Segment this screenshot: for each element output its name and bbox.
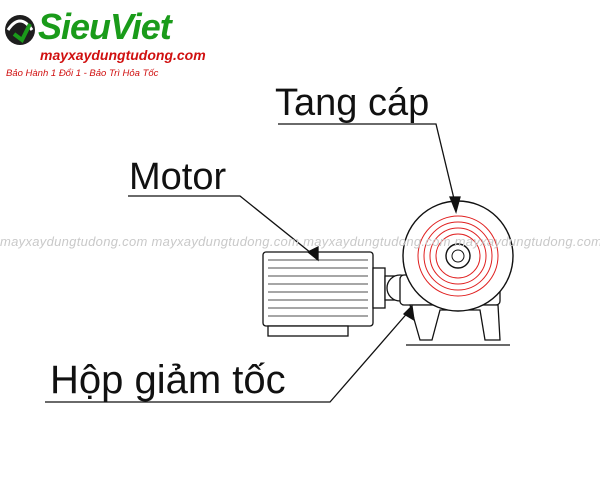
- arrow-gearbox-icon: [402, 304, 415, 322]
- label-gearbox: Hộp giảm tốc: [50, 358, 286, 402]
- brand-domain: mayxaydungtudong.com: [40, 47, 206, 63]
- label-cable-drum: Tang cáp: [275, 82, 430, 124]
- arrow-cable-drum-icon: [449, 196, 461, 215]
- label-motor: Motor: [129, 156, 227, 198]
- arrow-motor-icon: [306, 245, 319, 262]
- brand-slogan: Bảo Hành 1 Đổi 1 - Bảo Trì Hỏa Tốc: [6, 68, 159, 79]
- logo-emblem-icon: [5, 15, 35, 45]
- cable-drum: [402, 200, 514, 312]
- leader-motor: [128, 195, 317, 258]
- leader-gearbox: [45, 309, 411, 403]
- brand-name: SieuViet: [38, 6, 172, 47]
- leader-cable-drum: [278, 123, 456, 204]
- watermark-text: mayxaydungtudong.com mayxaydungtudong.co…: [0, 234, 600, 249]
- motor-body: [262, 251, 400, 337]
- leader-lines: [45, 123, 461, 403]
